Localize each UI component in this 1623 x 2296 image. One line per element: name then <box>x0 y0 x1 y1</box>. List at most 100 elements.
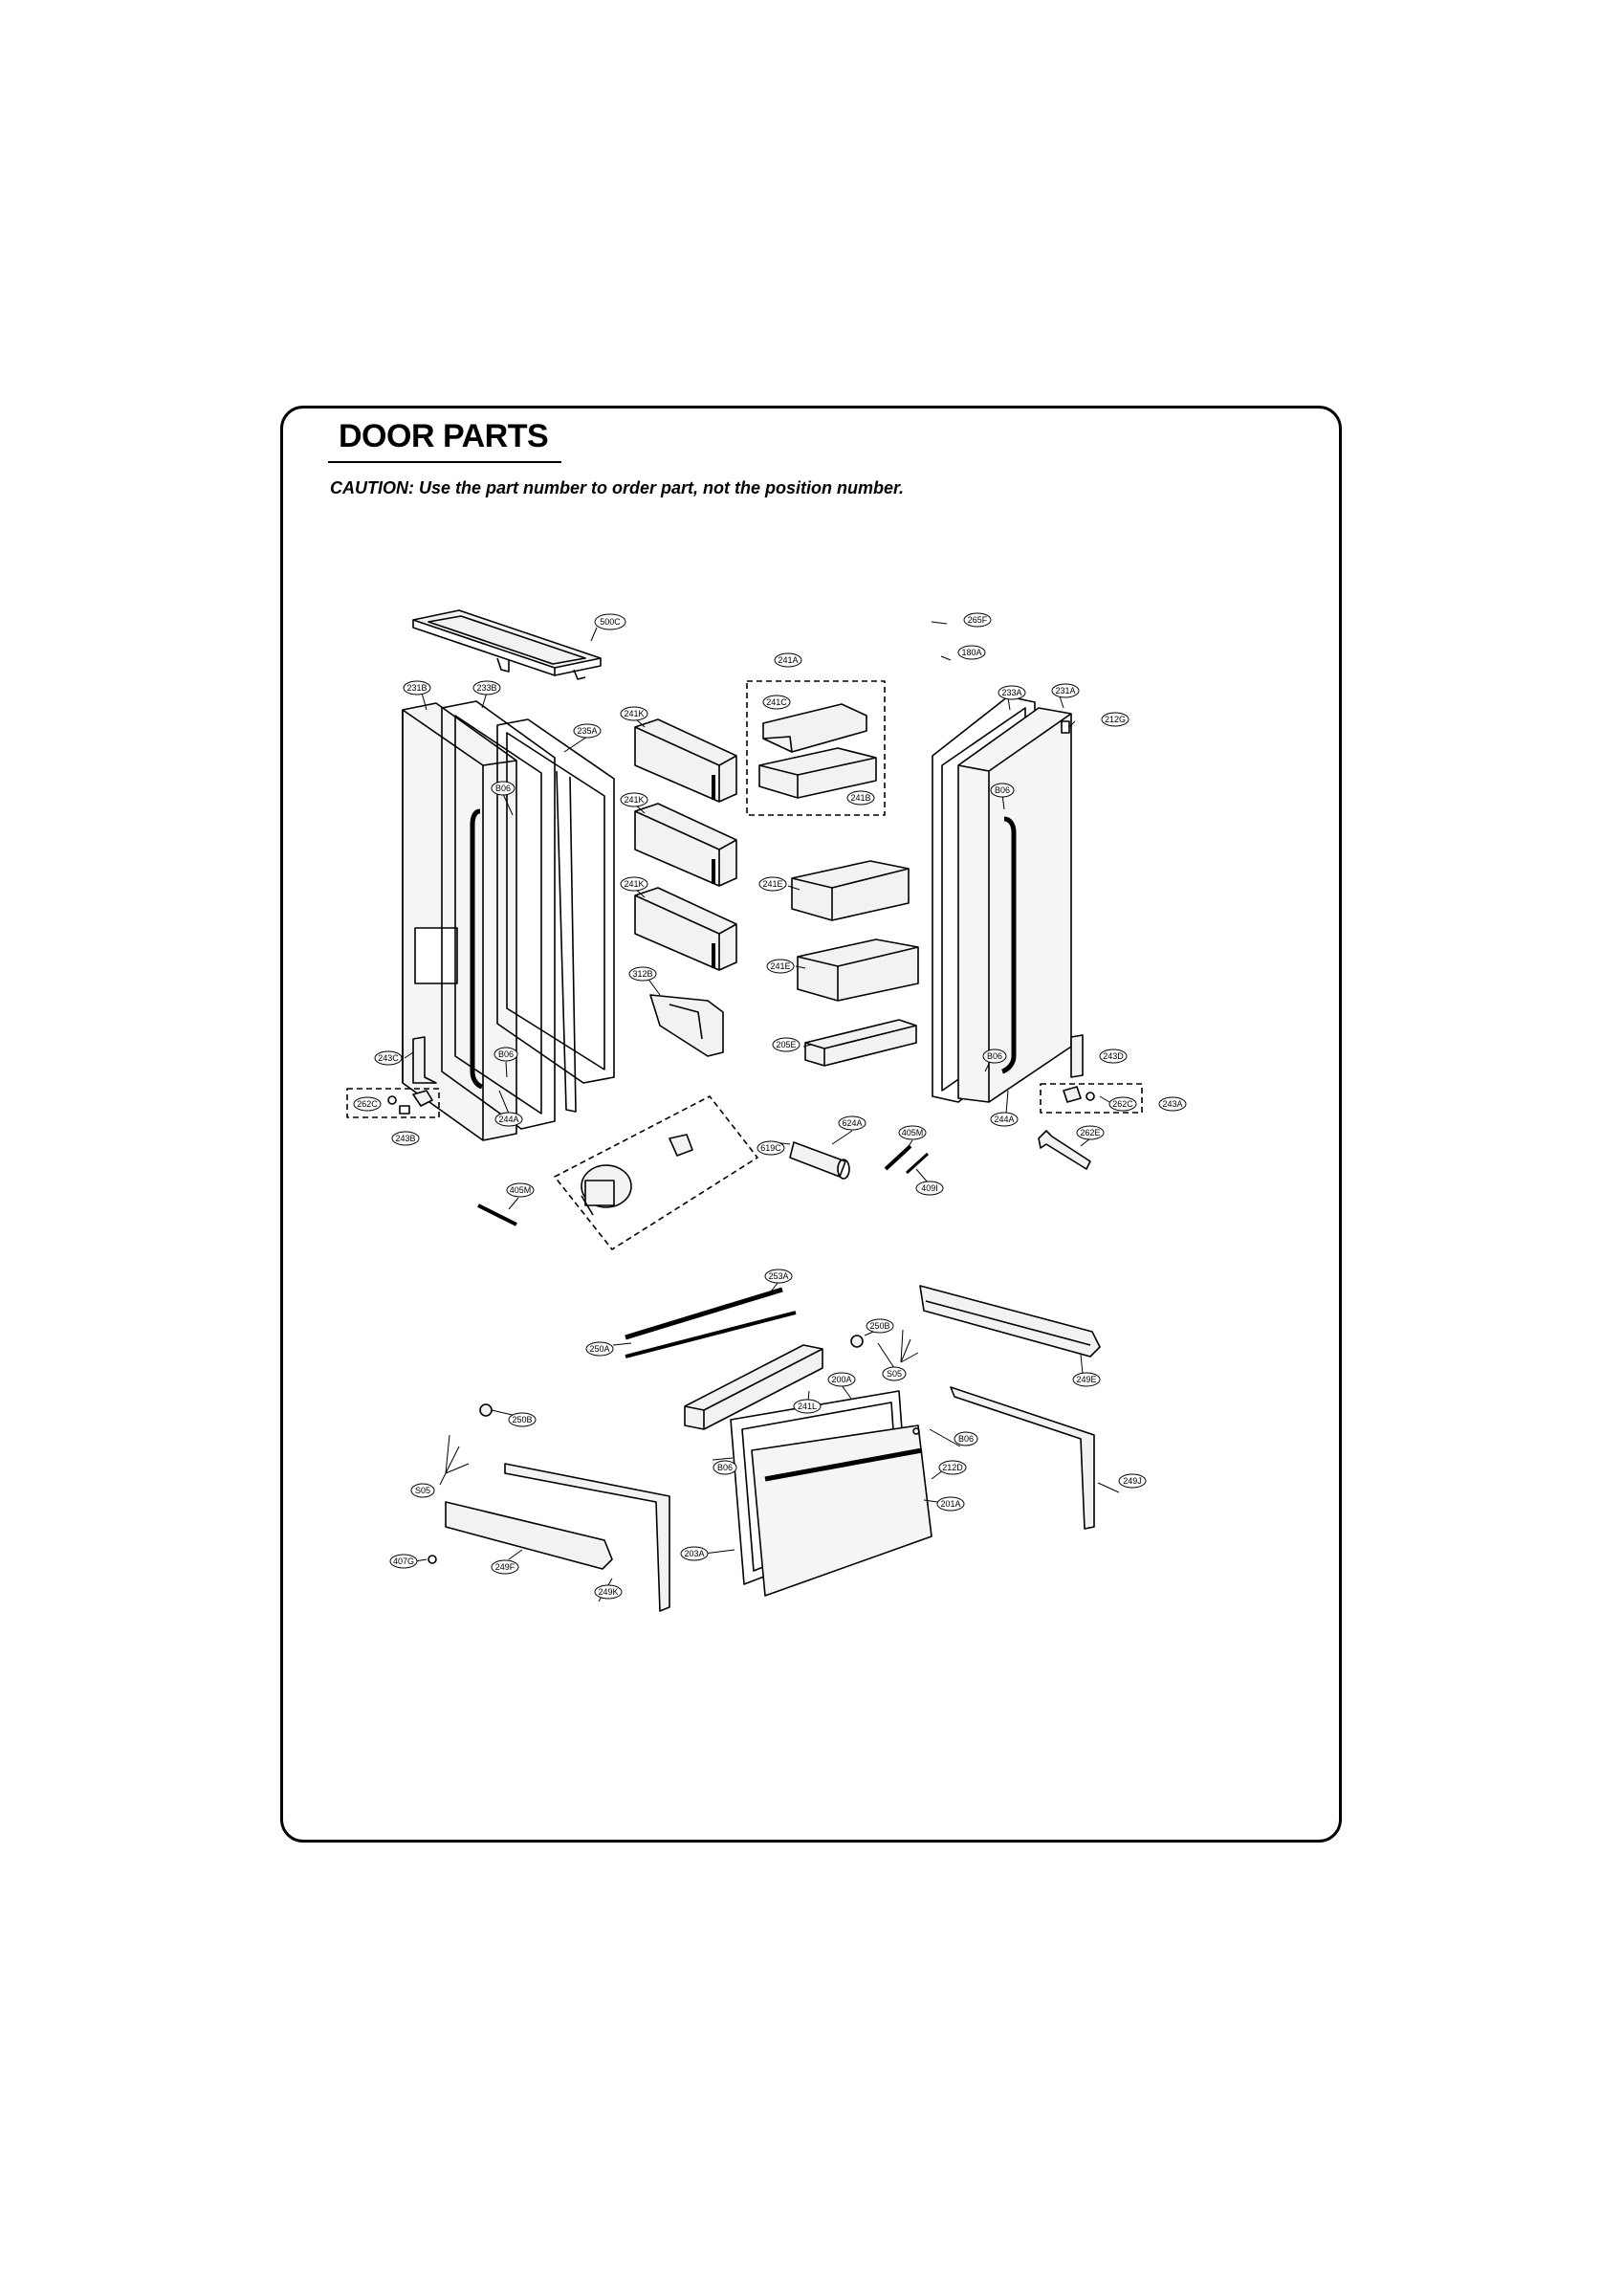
svg-text:619C: 619C <box>760 1143 781 1153</box>
svg-text:241K: 241K <box>624 709 644 718</box>
door-bin-part <box>634 803 737 887</box>
top-cover-part <box>412 609 602 680</box>
svg-text:S05: S05 <box>415 1486 430 1495</box>
callout-241C: 241C <box>762 695 791 710</box>
svg-text:243D: 243D <box>1103 1051 1124 1061</box>
callout-619C: 619C <box>757 1140 785 1156</box>
callout-S05: S05 <box>882 1366 907 1381</box>
svg-text:241E: 241E <box>762 879 782 889</box>
callout-249E: 249E <box>1072 1372 1101 1387</box>
bin-assembly-box <box>746 680 886 816</box>
callout-203A: 203A <box>680 1546 709 1561</box>
title-underline <box>328 461 561 463</box>
callout-235A: 235A <box>573 723 602 739</box>
diagram-frame <box>280 406 1342 1843</box>
svg-text:180A: 180A <box>961 648 981 657</box>
svg-text:205E: 205E <box>776 1040 796 1049</box>
callout-243A: 243A <box>1158 1096 1187 1112</box>
svg-text:212D: 212D <box>942 1463 963 1472</box>
callout-407G: 407G <box>389 1554 418 1569</box>
callout-250A: 250A <box>585 1341 614 1357</box>
callout-S05: S05 <box>410 1483 435 1498</box>
callout-B06: B06 <box>493 1047 518 1062</box>
drawer-frame-left-part <box>504 1463 670 1612</box>
callout-B06: B06 <box>954 1431 978 1446</box>
callout-212D: 212D <box>938 1460 967 1475</box>
svg-text:231B: 231B <box>406 683 427 693</box>
svg-text:249E: 249E <box>1076 1375 1096 1384</box>
svg-text:241K: 241K <box>624 795 644 805</box>
svg-text:B06: B06 <box>958 1434 974 1444</box>
water-filter-part <box>789 1141 850 1180</box>
svg-text:407G: 407G <box>393 1556 414 1566</box>
svg-text:250B: 250B <box>512 1415 532 1424</box>
svg-text:B06: B06 <box>995 785 1010 795</box>
callout-312B: 312B <box>628 966 657 982</box>
callout-201A: 201A <box>936 1496 965 1512</box>
svg-text:B06: B06 <box>987 1051 1002 1061</box>
callout-249F: 249F <box>491 1559 519 1575</box>
hinge-box-right <box>1040 1083 1143 1114</box>
svg-text:241L: 241L <box>798 1402 817 1411</box>
svg-text:B06: B06 <box>495 784 511 793</box>
drawer-door-part <box>751 1424 932 1597</box>
wrench-tool-part <box>1038 1130 1091 1170</box>
hinge-part <box>387 1090 433 1115</box>
svg-text:203A: 203A <box>684 1549 704 1558</box>
svg-text:233B: 233B <box>476 683 496 693</box>
svg-text:241B: 241B <box>850 793 870 803</box>
callout-265F: 265F <box>963 612 992 628</box>
svg-text:244A: 244A <box>498 1115 518 1124</box>
callout-624A: 624A <box>838 1115 866 1131</box>
svg-text:243C: 243C <box>378 1053 399 1063</box>
callout-233A: 233A <box>998 685 1026 700</box>
callout-B06: B06 <box>713 1460 737 1475</box>
callout-244A: 244A <box>494 1112 523 1127</box>
svg-text:235A: 235A <box>577 726 597 736</box>
svg-text:243A: 243A <box>1162 1099 1182 1109</box>
callout-241K: 241K <box>620 876 648 892</box>
callout-241A: 241A <box>774 652 802 668</box>
callout-212G: 212G <box>1101 712 1130 727</box>
callout-243D: 243D <box>1099 1049 1128 1064</box>
tube-part <box>477 1144 930 1226</box>
callout-B06: B06 <box>491 781 515 796</box>
svg-text:405M: 405M <box>902 1128 924 1137</box>
left-door-liner-part <box>441 700 556 1130</box>
door-basket-part <box>791 860 910 921</box>
callout-244A: 244A <box>990 1112 1019 1127</box>
door-basket-part <box>797 938 919 1002</box>
callout-250B: 250B <box>866 1318 894 1334</box>
svg-text:253A: 253A <box>768 1271 788 1281</box>
svg-text:312B: 312B <box>632 969 652 979</box>
hinge-bracket-part <box>1070 1034 1084 1078</box>
svg-text:262C: 262C <box>1112 1099 1133 1109</box>
callout-205E: 205E <box>772 1037 801 1052</box>
leader-lines <box>404 621 1120 1602</box>
svg-text:241C: 241C <box>766 697 787 707</box>
drawer-shelf-part <box>684 1344 823 1430</box>
callout-249K: 249K <box>594 1584 623 1600</box>
svg-text:265F: 265F <box>968 615 988 625</box>
valve-bracket-part <box>669 1134 693 1157</box>
callout-409I: 409I <box>915 1181 944 1196</box>
svg-text:233A: 233A <box>1001 688 1021 697</box>
caution-note: CAUTION: Use the part number to order pa… <box>330 478 905 497</box>
svg-text:B06: B06 <box>498 1049 514 1059</box>
dispenser-module-box <box>554 1095 758 1250</box>
screw-part <box>428 1335 864 1564</box>
hinge-part <box>1063 1086 1095 1103</box>
hinge-box-left <box>346 1088 440 1118</box>
drawer-rail-right-part <box>919 1285 1101 1358</box>
callout-262E: 262E <box>1076 1125 1105 1140</box>
svg-text:624A: 624A <box>842 1118 862 1128</box>
right-door-outer-part <box>957 707 1072 1103</box>
water-valve-part <box>581 1164 632 1216</box>
callout-B06: B06 <box>990 783 1015 798</box>
svg-text:B06: B06 <box>717 1463 733 1472</box>
svg-text:249J: 249J <box>1123 1476 1142 1486</box>
door-shelf-part <box>804 1019 917 1067</box>
callout-labels: 500C 265F 180A 241A 241C 241B 231B 233B … <box>353 612 1187 1600</box>
left-door-gasket-part <box>496 718 615 1113</box>
